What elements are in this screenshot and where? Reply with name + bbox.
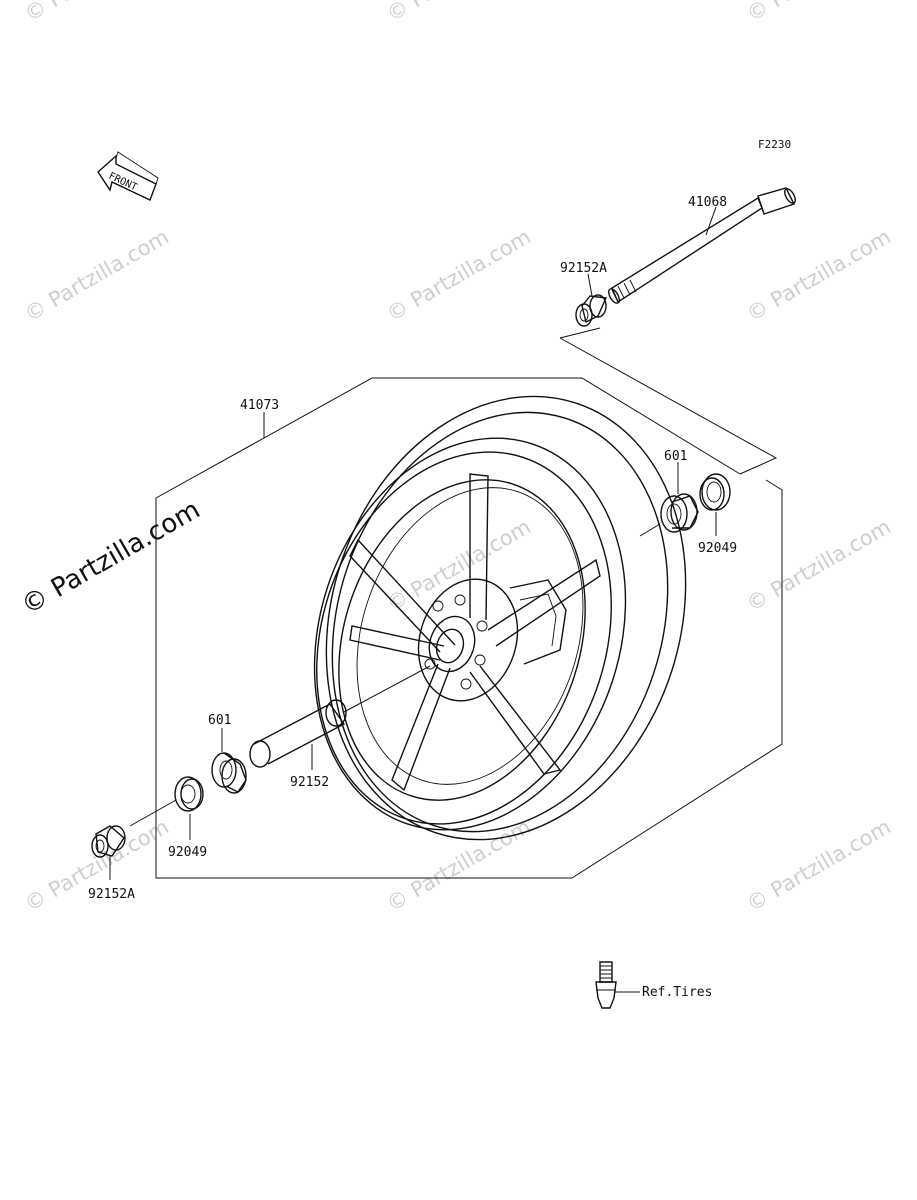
spacer-part bbox=[249, 699, 347, 768]
watermark: © Partzilla.com bbox=[743, 225, 895, 327]
label-seal-left: 92049 bbox=[168, 845, 207, 860]
bearing-right-part bbox=[660, 493, 699, 533]
diagram-code: F2230 bbox=[758, 138, 791, 151]
leader-line bbox=[639, 523, 661, 537]
label-spacer: 92152 bbox=[290, 775, 329, 790]
label-seal-right: 92049 bbox=[698, 541, 737, 556]
label-collar-bottom: 92152A bbox=[88, 887, 135, 902]
leader-line bbox=[705, 206, 717, 236]
front-arrow-icon: FRONT bbox=[97, 151, 159, 201]
collar-bottom-part bbox=[91, 825, 126, 858]
watermark: © Partzilla.com bbox=[383, 815, 535, 917]
collar-top-part bbox=[575, 294, 608, 327]
seal-right-part bbox=[699, 473, 731, 511]
watermark: © Partzilla.com bbox=[383, 515, 535, 617]
watermark: © Partzilla.com bbox=[743, 0, 895, 26]
leader-line bbox=[343, 665, 431, 713]
watermark-prominent: © Partzilla.com bbox=[17, 495, 206, 621]
leader-line bbox=[129, 799, 177, 827]
valve-stem-part bbox=[595, 961, 617, 1009]
label-bearing-left: 601 bbox=[208, 713, 231, 728]
watermark: © Partzilla.com bbox=[21, 225, 173, 327]
watermark: © Partzilla.com bbox=[743, 815, 895, 917]
label-valve-ref: Ref.Tires bbox=[642, 985, 712, 1000]
label-collar-top: 92152A bbox=[560, 261, 607, 276]
bearing-left-part bbox=[211, 752, 247, 794]
wheel-part bbox=[313, 395, 687, 841]
watermark: © Partzilla.com bbox=[383, 225, 535, 327]
watermark: © Partzilla.com bbox=[383, 0, 535, 26]
front-arrow-label: FRONT bbox=[107, 171, 139, 194]
leader-line bbox=[587, 273, 593, 297]
label-axle: 41068 bbox=[688, 195, 727, 210]
assembly-outline bbox=[155, 327, 783, 879]
watermark: © Partzilla.com bbox=[21, 0, 173, 26]
label-bearing-right: 601 bbox=[664, 449, 687, 464]
axle-part bbox=[608, 187, 796, 304]
label-wheel: 41073 bbox=[240, 398, 279, 413]
watermark: © Partzilla.com bbox=[743, 515, 895, 617]
seal-left-part bbox=[174, 776, 204, 812]
